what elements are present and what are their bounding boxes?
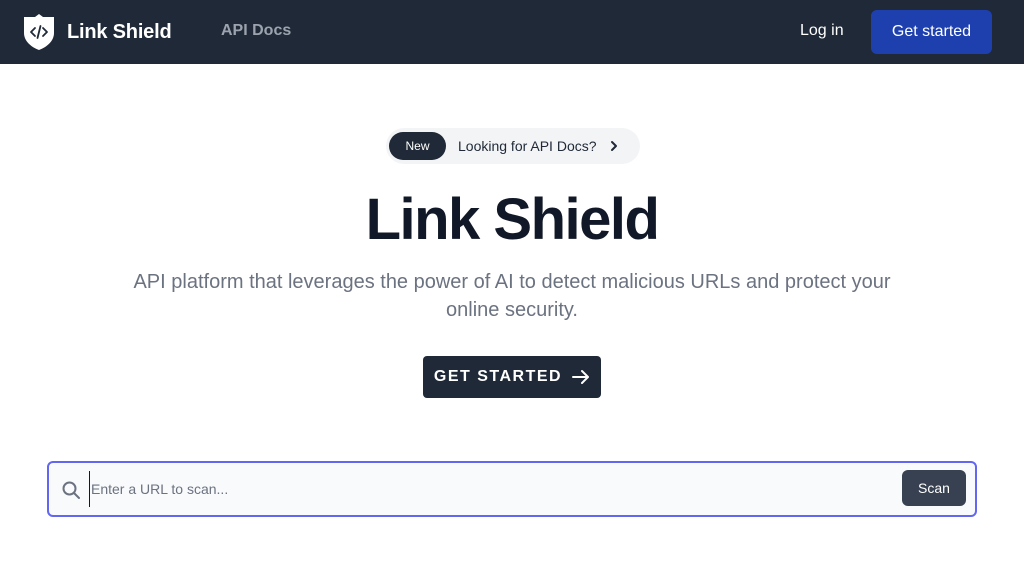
announcement-pill[interactable]: New Looking for API Docs? — [386, 128, 640, 164]
hero-title: Link Shield — [365, 187, 660, 252]
get-started-button[interactable]: Get started — [871, 10, 992, 54]
arrow-right-icon — [572, 370, 590, 384]
scan-button[interactable]: Scan — [902, 470, 966, 506]
brand-name: Link Shield — [67, 20, 172, 43]
login-link[interactable]: Log in — [800, 22, 844, 39]
url-input[interactable] — [89, 471, 889, 507]
shield-code-icon — [24, 14, 54, 50]
url-scan-form: Scan — [47, 461, 977, 517]
new-badge: New — [389, 132, 446, 160]
search-icon — [62, 481, 80, 499]
nav-link-api-docs[interactable]: API Docs — [221, 22, 292, 39]
top-navbar: Link Shield API Docs Log in Get started — [0, 0, 1024, 64]
cta-label: GET STARTED — [433, 368, 563, 385]
brand-logo-link[interactable]: Link Shield — [23, 13, 172, 51]
hero-subtitle: API platform that leverages the power of… — [133, 271, 891, 321]
announcement-text: Looking for API Docs? — [458, 138, 597, 154]
hero-get-started-button[interactable]: GET STARTED — [423, 356, 601, 398]
chevron-right-icon — [610, 141, 617, 151]
